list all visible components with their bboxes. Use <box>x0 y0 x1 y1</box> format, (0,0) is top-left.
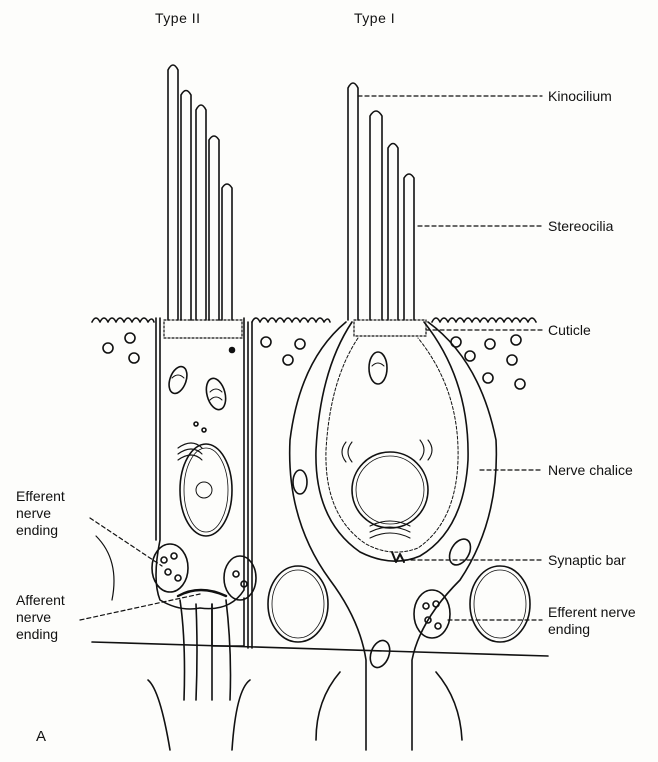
type-i-hair-bundle <box>348 83 414 320</box>
label-efferent-left: Efferent nerve ending <box>16 488 86 539</box>
label-cuticle: Cuticle <box>548 322 591 339</box>
label-synaptic-bar: Synaptic bar <box>548 552 626 569</box>
type-ii-hair-bundle <box>168 65 232 320</box>
surface-microvilli <box>92 318 536 322</box>
leader-lines <box>80 96 542 620</box>
type-i-title: Type I <box>354 10 395 27</box>
label-kinocilium: Kinocilium <box>548 88 612 105</box>
type-i-hair-cell <box>290 320 497 750</box>
label-afferent-left: Afferent nerve ending <box>16 592 86 643</box>
label-stereocilia: Stereocilia <box>548 218 613 235</box>
type-ii-title: Type II <box>155 10 201 27</box>
panel-letter: A <box>36 728 46 745</box>
label-nerve-chalice: Nerve chalice <box>548 462 633 479</box>
type-ii-hair-cell <box>156 318 244 609</box>
label-efferent-right: Efferent nerve ending <box>548 604 652 638</box>
